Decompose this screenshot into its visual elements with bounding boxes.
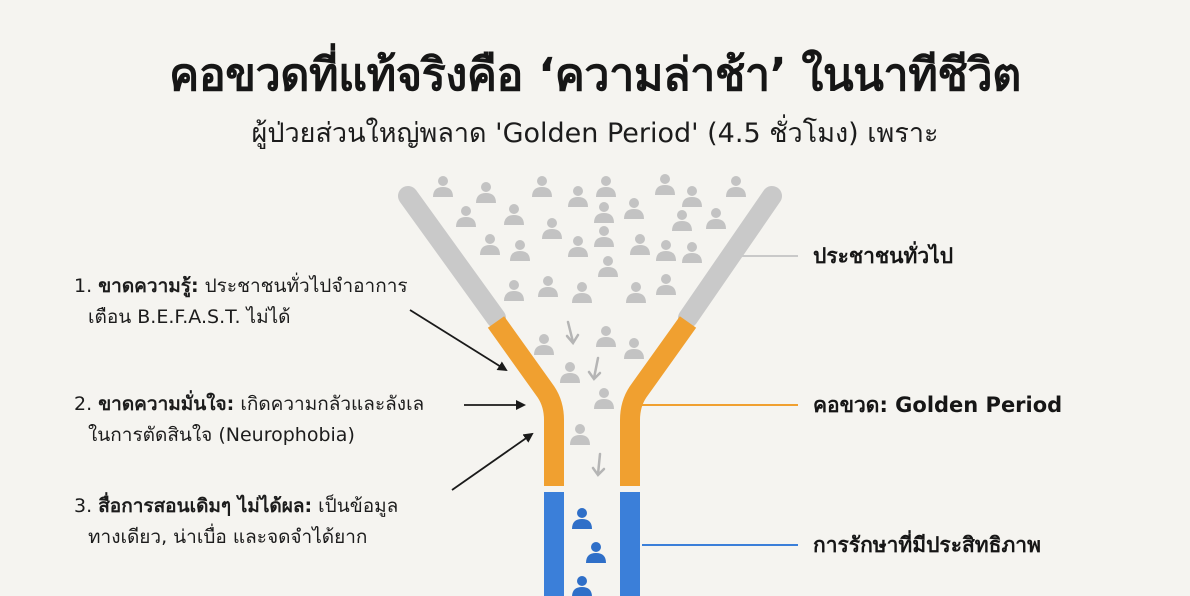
stage-label-treatment: การรักษาที่มีประสิทธิภาพ (813, 533, 1041, 557)
person-icon (532, 176, 552, 197)
person-icon (568, 236, 588, 257)
cause-continuation: ทางเดียว, น่าเบื่อ และจดจำได้ยาก (88, 526, 368, 548)
cause-arrow-1 (409, 309, 508, 372)
person-icon (706, 208, 726, 229)
person-icon (510, 240, 530, 261)
person-icon (586, 542, 606, 563)
person-icon (433, 176, 453, 197)
cause-number: 2. (74, 393, 93, 415)
person-icon (538, 276, 558, 297)
cause-arrow-3 (451, 432, 534, 491)
person-icon (480, 234, 500, 255)
cause-continuation: ในการตัดสินใจ (Neurophobia) (88, 424, 355, 446)
person-icon (560, 362, 580, 383)
page-subtitle: ผู้ป่วยส่วนใหญ่พลาด 'Golden Period' (4.5… (251, 118, 939, 149)
bottleneck-wall-left (487, 316, 564, 486)
person-icon (630, 234, 650, 255)
crowd (433, 174, 746, 596)
cause-heading: สื่อการสอนเดิมๆ ไม่ได้ผล: (98, 495, 313, 517)
cause-heading: ขาดความมั่นใจ: (98, 393, 235, 415)
person-icon (456, 206, 476, 227)
person-icon (598, 256, 618, 277)
cause-item-1: 1. ขาดความรู้: ประชาชนทั่วไปจำอาการ เตือ… (74, 271, 464, 333)
person-icon (726, 176, 746, 197)
person-icon (570, 424, 590, 445)
person-icon (596, 176, 616, 197)
bottleneck-wall-right (620, 316, 697, 486)
arrow-down-icon (591, 452, 606, 477)
person-icon (655, 174, 675, 195)
person-icon (624, 198, 644, 219)
person-icon (594, 226, 614, 247)
person-icon (626, 282, 646, 303)
person-icon (572, 282, 592, 303)
person-icon (476, 182, 496, 203)
person-icon (572, 576, 592, 596)
cause-heading: ขาดความรู้: (98, 275, 199, 297)
cause-text: เป็นข้อมูล (318, 495, 399, 517)
person-icon (568, 186, 588, 207)
cause-item-2: 2. ขาดความมั่นใจ: เกิดความกลัวและลังเล ใ… (74, 389, 464, 451)
person-icon (596, 326, 616, 347)
person-icon (542, 218, 562, 239)
person-icon (504, 280, 524, 301)
person-icon (672, 210, 692, 231)
person-icon (624, 338, 644, 359)
arrow-down-icon (587, 356, 602, 381)
cause-text: ประชาชนทั่วไปจำอาการ (204, 275, 408, 297)
cause-item-3: 3. สื่อการสอนเดิมๆ ไม่ได้ผล: เป็นข้อมูล … (74, 491, 464, 553)
cause-text: เกิดความกลัวและลังเล (240, 393, 425, 415)
cause-number: 1. (74, 275, 93, 297)
flow-arrows (565, 320, 606, 477)
person-icon (682, 186, 702, 207)
funnel-wall-right-gray (678, 186, 782, 328)
person-icon (534, 334, 554, 355)
person-icon (572, 508, 592, 529)
funnel-wall-left-gray (398, 186, 506, 328)
stage-label-general-public: ประชาชนทั่วไป (813, 244, 954, 268)
person-icon (594, 388, 614, 409)
arrow-down-icon (565, 320, 580, 346)
person-icon (656, 274, 676, 295)
person-icon (682, 242, 702, 263)
stage-label-golden-period: คอขวด: Golden Period (813, 393, 1063, 417)
person-icon (656, 240, 676, 261)
cause-continuation: เตือน B.E.F.A.S.T. ไม่ได้ (88, 306, 291, 328)
cause-number: 3. (74, 495, 93, 517)
person-icon (594, 202, 614, 223)
person-icon (504, 204, 524, 225)
page-title: คอขวดที่แท้จริงคือ ‘ความล่าช้า’ ในนาทีชี… (169, 48, 1021, 101)
